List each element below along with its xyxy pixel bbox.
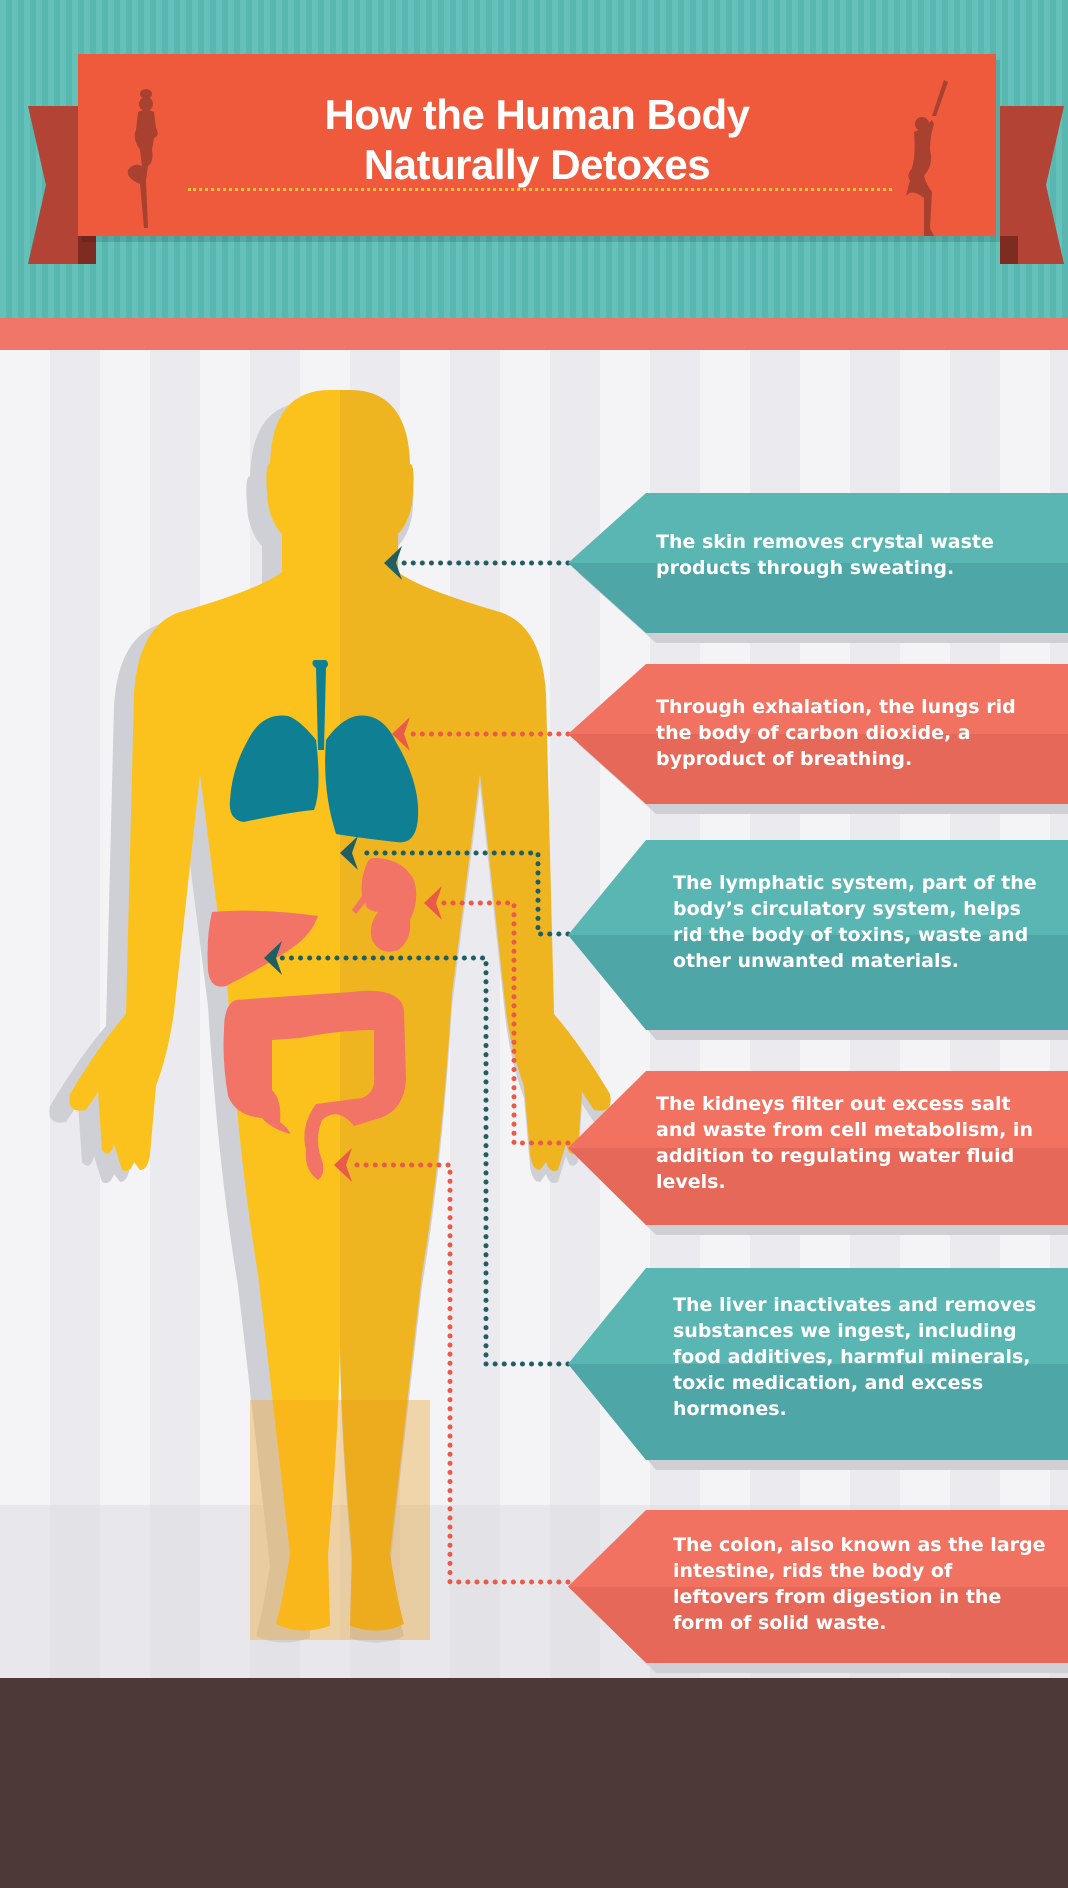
- kidney-icon: [352, 858, 417, 952]
- arrow-lungs-icon: [392, 717, 410, 751]
- info-text-kidneys: The kidneys filter out excess salt and w…: [656, 1093, 1033, 1193]
- page-title: How the Human Body Naturally Detoxes: [78, 90, 996, 190]
- connector-lines: [275, 560, 571, 1585]
- title-line-1: How the Human Body: [324, 91, 750, 138]
- title-line-2: Naturally Detoxes: [363, 141, 711, 188]
- info-card-skin: The skin removes crystal waste products …: [568, 493, 1068, 643]
- liver-icon: [207, 910, 318, 987]
- human-body-diagram: [49, 390, 611, 1643]
- info-text-colon: The colon, also known as the large intes…: [673, 1534, 1046, 1634]
- info-card-lymphatic: The lymphatic system, part of the body’s…: [568, 840, 1068, 1040]
- arrowheads: [264, 546, 442, 1182]
- arrow-kidney-icon: [424, 886, 442, 920]
- title-dotted-divider: [188, 188, 892, 191]
- arrow-lymph-icon: [340, 836, 358, 870]
- colon-icon: [223, 990, 406, 1180]
- header-banner: How the Human Body Naturally Detoxes: [0, 0, 1068, 318]
- title-ribbon: How the Human Body Naturally Detoxes: [78, 54, 996, 236]
- info-card-liver: The liver inactivates and removes substa…: [568, 1268, 1068, 1470]
- arrow-colon-icon: [334, 1148, 352, 1182]
- yoga-tree-pose-icon: [127, 89, 158, 228]
- lungs-icon: [229, 660, 419, 843]
- info-card-kidneys: The kidneys filter out excess salt and w…: [568, 1071, 1068, 1235]
- info-text-lymphatic: The lymphatic system, part of the body’s…: [673, 872, 1037, 972]
- info-text-liver: The liver inactivates and removes substa…: [673, 1294, 1037, 1420]
- info-card-lungs: Through exhalation, the lungs rid the bo…: [568, 664, 1068, 814]
- ribbon-fold-left: [78, 236, 96, 264]
- yoga-chair-pose-icon: [906, 80, 948, 236]
- info-card-colon: The colon, also known as the large intes…: [568, 1510, 1068, 1673]
- arrow-skin-icon: [384, 546, 402, 580]
- info-text-skin: The skin removes crystal waste products …: [656, 531, 994, 579]
- footer-band: [0, 1678, 1068, 1888]
- header-stripe: [0, 318, 1068, 350]
- ribbon-fold-right: [1000, 236, 1018, 264]
- info-text-lungs: Through exhalation, the lungs rid the bo…: [656, 696, 1016, 770]
- arrow-liver-icon: [264, 941, 282, 975]
